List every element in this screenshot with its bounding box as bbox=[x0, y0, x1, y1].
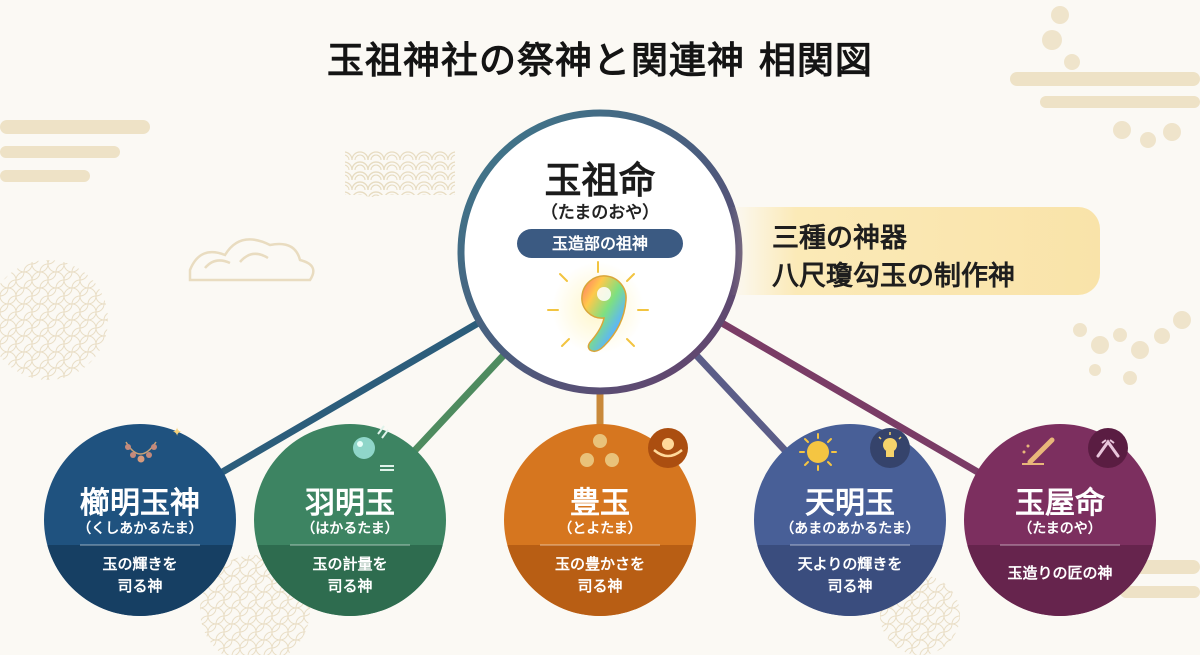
node-role: 玉の豊かさを 司る神 bbox=[554, 555, 645, 595]
node-role: 玉造りの匠の神 bbox=[1007, 564, 1113, 582]
node-name: 天明玉 bbox=[805, 486, 895, 521]
sun-icon bbox=[799, 433, 837, 471]
page-title: 玉祖神社の祭神と関連神 相関図 bbox=[327, 39, 873, 82]
carving-tool-icon bbox=[1022, 437, 1055, 465]
necklace-icon: ✦ bbox=[125, 425, 182, 463]
node-reading: （くしあかるたま） bbox=[77, 521, 203, 537]
center-deity-badge: 玉造部の祖神 bbox=[517, 229, 683, 258]
center-deity-reading: （たまのおや） bbox=[540, 203, 660, 223]
pearls-icon bbox=[580, 434, 619, 467]
node-role: 玉の輝きを 司る神 bbox=[102, 555, 178, 595]
roof-icon bbox=[1088, 428, 1128, 468]
node-role: 天よりの輝きを 司る神 bbox=[797, 555, 903, 595]
svg-text:✦: ✦ bbox=[172, 425, 182, 439]
center-note-line-2: 八尺瓊勾玉の制作神 bbox=[772, 261, 1015, 292]
node-reading: （あまのあかるたま） bbox=[780, 521, 920, 537]
node-name: 豊玉 bbox=[570, 486, 630, 521]
lightbulb-icon bbox=[870, 428, 910, 468]
node-reading: （はかるたま） bbox=[301, 521, 399, 537]
pearl-bowl-icon bbox=[648, 428, 688, 468]
node-role: 玉の計量を 司る神 bbox=[312, 555, 388, 595]
magatama-icon bbox=[547, 261, 649, 354]
node-reading: （とよたま） bbox=[558, 521, 642, 537]
node-name: 羽明玉 bbox=[305, 486, 395, 521]
center-note-line-1: 三種の神器 bbox=[772, 223, 907, 254]
node-reading: （たまのや） bbox=[1018, 521, 1102, 537]
node-name: 櫛明玉神 bbox=[80, 486, 200, 521]
orb-measure-icon bbox=[353, 425, 394, 471]
node-name: 玉屋命 bbox=[1015, 486, 1105, 521]
center-deity-name: 玉祖命 bbox=[544, 159, 656, 202]
center-note-panel bbox=[730, 207, 1100, 295]
